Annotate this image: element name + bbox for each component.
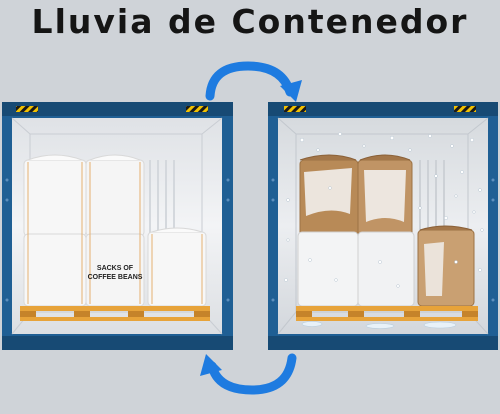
moisture-patch [364,170,406,222]
right-perspective-line-1 [277,117,297,135]
bag-top [89,154,141,161]
bag-top [359,154,411,161]
bag [357,231,415,307]
cargo-label-line1: SACKS OF [97,265,134,272]
right-warning-stripe-1 [284,106,306,112]
right-container-top-beam [268,102,498,116]
cargo-label-line2: COFFEE BEANS [88,274,143,281]
cycle-arrow-bottom-icon [200,353,297,395]
left-container: SACKS OF COFFEE BEANS [2,102,233,350]
moisture-patch [424,242,444,296]
right-container-bottom-beam [268,336,498,350]
page-title: Lluvia de Contenedor [31,2,469,41]
left-container-top-beam [2,102,233,116]
bag [23,159,87,237]
bag-top [419,225,473,231]
right-warning-stripe-2 [454,106,476,112]
left-pallet [20,306,210,321]
right-perspective-line-2 [467,117,489,135]
right-rivets [271,178,495,302]
left-perspective-line-1 [11,117,31,135]
right-back-wall [295,133,469,313]
water-drop-icon [284,132,484,288]
floor-puddles [301,321,457,329]
bag [297,231,359,307]
cycle-arrow-top-icon [205,61,302,102]
bag [85,159,145,237]
bag-straps [27,162,203,304]
left-warning-stripe-1 [16,106,38,112]
bag-top [27,154,83,161]
right-cargo-bags [297,154,475,307]
left-perspective-line-2 [201,117,223,135]
bag [147,231,207,307]
left-rivets [5,178,230,302]
moisture-patch [304,168,352,216]
left-warning-stripe-2 [186,106,208,112]
bag-top [299,154,357,161]
right-container [268,102,498,350]
left-container-bottom-beam [2,336,233,350]
right-pallet [296,306,478,321]
bag [23,233,87,307]
bag-top [151,227,203,233]
right-perspective-line-3 [277,311,297,335]
